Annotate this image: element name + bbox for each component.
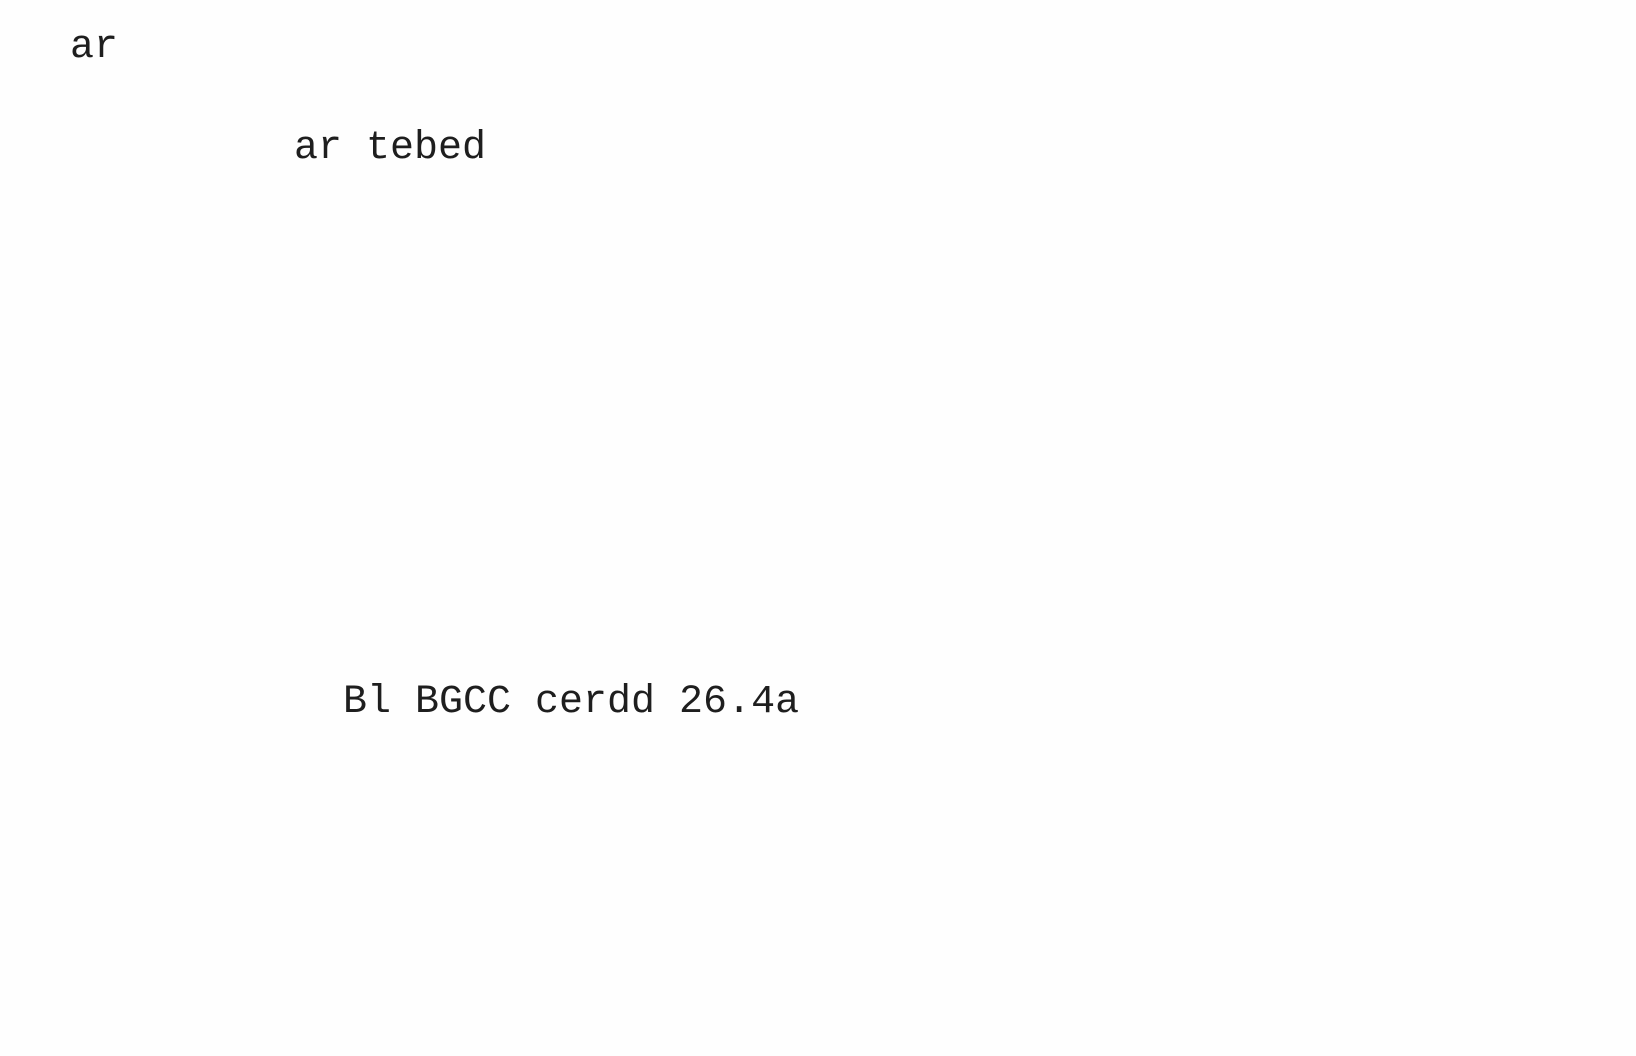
typed-line-2: ar tebed [294, 126, 487, 171]
typed-line-3: Bl BGCC cerdd 26.4a [343, 680, 800, 725]
typed-line-1: ar [70, 25, 119, 70]
